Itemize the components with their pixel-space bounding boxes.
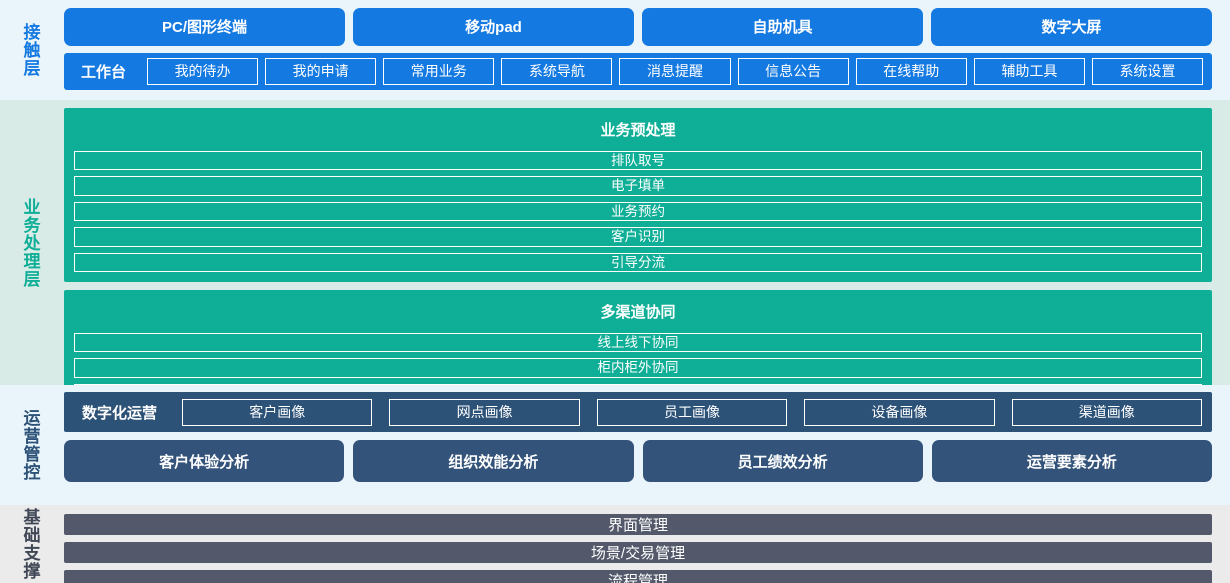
contact-layer-body: PC/图形终端 移动pad 自助机具 数字大屏 工作台 我的待办 我的申请 常用… bbox=[60, 4, 1230, 96]
layer-label-contact: 接触层 bbox=[20, 23, 40, 77]
operations-layer-body: 数字化运营 客户画像 网点画像 员工画像 设备画像 渠道画像 客户体验分析 组织… bbox=[60, 385, 1230, 505]
layer-contact: 接触层 PC/图形终端 移动pad 自助机具 数字大屏 工作台 我的待办 我的申… bbox=[0, 0, 1230, 100]
business-item[interactable]: 排队取号 bbox=[74, 151, 1202, 171]
portrait-branch[interactable]: 网点画像 bbox=[389, 398, 580, 426]
workbench-item-message-alert[interactable]: 消息提醒 bbox=[619, 57, 731, 85]
business-item[interactable]: 线上线下协同 bbox=[74, 332, 1202, 353]
foundation-item-ui-management[interactable]: 界面管理 bbox=[64, 514, 1212, 535]
layer-label-foundation-support: 基础支撑 bbox=[20, 508, 40, 580]
layer-foundation-support: 基础支撑 界面管理 场景/交易管理 流程管理 任务管理 消息管理 数据埋点 日志… bbox=[0, 505, 1230, 583]
column-title: 业务预处理 bbox=[600, 122, 676, 139]
business-item[interactable]: 柜内柜外协同 bbox=[74, 358, 1202, 378]
workbench-item-system-settings[interactable]: 系统设置 bbox=[1091, 57, 1203, 85]
business-item[interactable]: 电子填单 bbox=[74, 176, 1202, 196]
business-layer-body: 业务预处理 排队取号 电子填单 业务预约 客户识别 引导分流 多渠道协同 线上线… bbox=[60, 100, 1230, 583]
layer-label-business-processing: 业务处理层 bbox=[20, 197, 40, 288]
channel-tab-digital-screen[interactable]: 数字大屏 bbox=[931, 8, 1212, 46]
business-item[interactable]: 引导分流 bbox=[74, 252, 1202, 272]
workbench-item-online-help[interactable]: 在线帮助 bbox=[855, 57, 967, 85]
workbench-item-common-business[interactable]: 常用业务 bbox=[383, 57, 495, 85]
business-column-pre-processing: 业务预处理 排队取号 电子填单 业务预约 客户识别 引导分流 bbox=[64, 108, 1212, 282]
analysis-employee-performance[interactable]: 员工绩效分析 bbox=[642, 440, 923, 482]
workbench-row: 工作台 我的待办 我的申请 常用业务 系统导航 消息提醒 信息公告 在线帮助 辅… bbox=[64, 52, 1212, 90]
portrait-customer[interactable]: 客户画像 bbox=[182, 398, 373, 426]
analysis-operation-elements[interactable]: 运营要素分析 bbox=[931, 440, 1212, 482]
analysis-organizational-efficiency[interactable]: 组织效能分析 bbox=[353, 440, 634, 482]
business-item[interactable]: 客户识别 bbox=[74, 227, 1202, 247]
layer-label-operations-control: 运营管控 bbox=[20, 409, 40, 481]
business-item[interactable]: 业务预约 bbox=[74, 201, 1202, 222]
foundation-layer-body: 界面管理 场景/交易管理 流程管理 任务管理 消息管理 数据埋点 日志管理 异常… bbox=[60, 505, 1230, 583]
column-title: 多渠道协同 bbox=[600, 303, 676, 321]
workbench-title: 工作台 bbox=[81, 63, 127, 81]
portrait-channel[interactable]: 渠道画像 bbox=[1011, 398, 1202, 426]
workbench-item-my-todo[interactable]: 我的待办 bbox=[147, 57, 259, 85]
workbench-item-my-application[interactable]: 我的申请 bbox=[265, 57, 377, 85]
channel-tab-pc[interactable]: PC/图形终端 bbox=[64, 8, 345, 46]
channel-tab-mobile-pad[interactable]: 移动pad bbox=[353, 8, 634, 46]
channel-tabs-row: PC/图形终端 移动pad 自助机具 数字大屏 bbox=[64, 8, 1212, 46]
portrait-device[interactable]: 设备画像 bbox=[804, 398, 995, 426]
workbench-item-information-bulletin[interactable]: 信息公告 bbox=[737, 57, 849, 85]
analysis-row: 客户体验分析 组织效能分析 员工绩效分析 运营要素分析 bbox=[64, 440, 1212, 482]
layer-operations-control: 运营管控 数字化运营 客户画像 网点画像 员工画像 设备画像 渠道画像 客户体验… bbox=[0, 385, 1230, 505]
digital-operations-row: 数字化运营 客户画像 网点画像 员工画像 设备画像 渠道画像 bbox=[64, 392, 1212, 432]
workbench-item-auxiliary-tools[interactable]: 辅助工具 bbox=[973, 57, 1085, 85]
digital-operations-title: 数字化运营 bbox=[82, 404, 158, 422]
foundation-item-scenario-transaction-management[interactable]: 场景/交易管理 bbox=[64, 542, 1212, 563]
layer-business-processing: 业务处理层 业务预处理 排队取号 电子填单 业务预约 客户识别 引导分流 多渠道… bbox=[0, 100, 1230, 583]
portrait-employee[interactable]: 员工画像 bbox=[596, 398, 788, 426]
channel-tab-self-service[interactable]: 自助机具 bbox=[642, 8, 923, 46]
foundation-item-process-management[interactable]: 流程管理 bbox=[64, 570, 1212, 583]
analysis-customer-experience[interactable]: 客户体验分析 bbox=[64, 440, 345, 482]
workbench-item-system-navigation[interactable]: 系统导航 bbox=[501, 57, 613, 85]
